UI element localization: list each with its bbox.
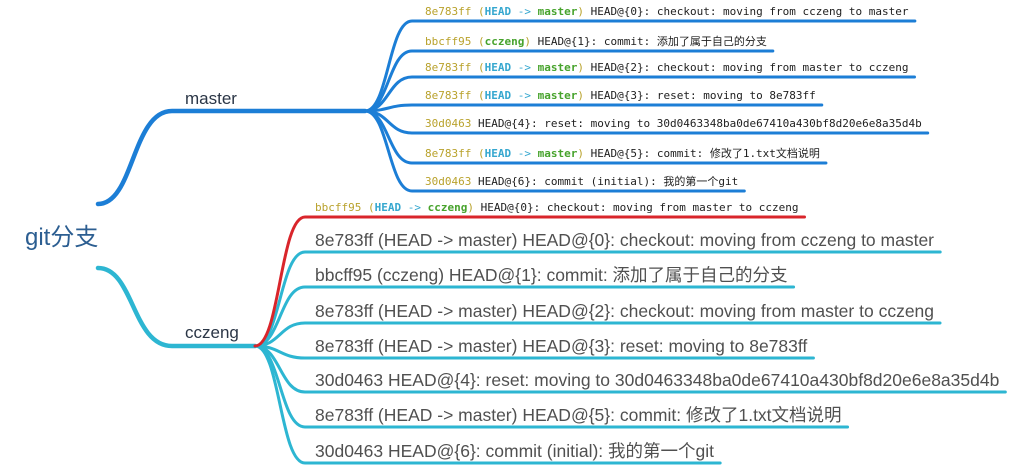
cczeng-entry[interactable]: 30d0463 HEAD@{6}: commit (initial): 我的第一… (253, 344, 722, 465)
cczeng-entry[interactable]: bbcff95 (cczeng) HEAD@{1}: commit: 添加了属于… (253, 265, 796, 348)
branch-ref: master (538, 147, 578, 160)
master-entry[interactable]: 8e783ff (HEAD -> master) HEAD@{3}: reset… (363, 89, 824, 113)
ref-open: ( (478, 5, 485, 18)
master-entry-text[interactable]: 30d0463 HEAD@{4}: reset: moving to 30d04… (425, 117, 922, 130)
current-entry-connector (253, 215, 806, 348)
master-branch-topic[interactable]: master (185, 89, 237, 108)
head-ref: HEAD (485, 5, 512, 18)
reflog-message: HEAD@{5}: commit: 修改了1.txt文档说明 (591, 146, 820, 160)
ref-arrow: -> (518, 61, 532, 74)
root-topic[interactable]: git分支 (25, 224, 98, 251)
cczeng-entry-text[interactable]: bbcff95 (cczeng) HEAD@{1}: commit: 添加了属于… (315, 265, 788, 285)
ref-arrow: -> (518, 5, 532, 18)
cczeng-entry-connector (253, 285, 796, 348)
ref-open: ( (368, 201, 375, 214)
reflog-message: HEAD@{6}: commit (initial): 我的第一个git (478, 174, 738, 188)
commit-hash: 8e783ff (425, 89, 471, 102)
master-entry-text[interactable]: 8e783ff (HEAD -> master) HEAD@{3}: reset… (425, 89, 816, 102)
ref-arrow: -> (518, 147, 532, 160)
commit-hash: bbcff95 (425, 35, 471, 48)
cczeng-entry-text[interactable]: 30d0463 HEAD@{4}: reset: moving to 30d04… (315, 370, 999, 390)
branch-ref: master (538, 89, 578, 102)
ref-close: ) (577, 5, 584, 18)
head-ref: HEAD (485, 61, 512, 74)
cczeng-branch-connector (95, 265, 258, 349)
head-ref: HEAD (485, 147, 512, 160)
reflog-message: HEAD@{0}: checkout: moving from master t… (481, 201, 799, 214)
cczeng-entry-text[interactable]: 8e783ff (HEAD -> master) HEAD@{0}: check… (315, 230, 934, 250)
ref-close: ) (577, 89, 584, 102)
branch-ref: master (538, 5, 578, 18)
master-entry-connector (363, 109, 746, 193)
current-entry-text[interactable]: bbcff95 (HEAD -> cczeng) HEAD@{0}: check… (315, 201, 799, 214)
reflog-message: HEAD@{1}: commit: 添加了属于自己的分支 (538, 34, 767, 48)
reflog-message: HEAD@{0}: checkout: moving from cczeng t… (591, 5, 909, 18)
commit-hash: bbcff95 (315, 201, 361, 214)
reflog-message: HEAD@{4}: reset: moving to 30d0463348ba0… (478, 117, 922, 130)
commit-hash: 8e783ff (425, 5, 471, 18)
master-entry-text[interactable]: 8e783ff (HEAD -> master) HEAD@{0}: check… (425, 5, 909, 18)
ref-open: ( (478, 61, 485, 74)
master-branch-connector (95, 108, 368, 207)
master-entry[interactable]: 30d0463 HEAD@{4}: reset: moving to 30d04… (363, 109, 930, 135)
master-entry[interactable]: 30d0463 HEAD@{6}: commit (initial): 我的第一… (363, 109, 746, 193)
master-entry-text[interactable]: 30d0463 HEAD@{6}: commit (initial): 我的第一… (425, 174, 738, 188)
branch-ref: cczeng (428, 201, 468, 214)
ref-open: ( (478, 35, 485, 48)
ref-close: ) (577, 61, 584, 74)
master-entry-text[interactable]: 8e783ff (HEAD -> master) HEAD@{2}: check… (425, 61, 909, 74)
ref-open: ( (478, 147, 485, 160)
master-entry-connector (363, 49, 775, 113)
branch-ref: master (538, 61, 578, 74)
ref-open: ( (478, 89, 485, 102)
cczeng-entry[interactable]: 8e783ff (HEAD -> master) HEAD@{3}: reset… (253, 336, 815, 360)
master-entry-text[interactable]: 8e783ff (HEAD -> master) HEAD@{5}: commi… (425, 146, 820, 160)
cczeng-entry-text[interactable]: 8e783ff (HEAD -> master) HEAD@{2}: check… (315, 301, 934, 321)
cczeng-entry-text[interactable]: 30d0463 HEAD@{6}: commit (initial): 我的第一… (315, 441, 714, 461)
ref-arrow: -> (518, 89, 532, 102)
master-entry[interactable]: 8e783ff (HEAD -> master) HEAD@{2}: check… (363, 61, 916, 113)
commit-hash: 8e783ff (425, 61, 471, 74)
ref-close: ) (467, 201, 474, 214)
cczeng-branch-topic[interactable]: cczeng (185, 323, 239, 342)
ref-arrow: -> (408, 201, 422, 214)
commit-hash: 30d0463 (425, 117, 471, 130)
reflog-message: HEAD@{2}: checkout: moving from master t… (591, 61, 909, 74)
cczeng-current-entry[interactable]: bbcff95 (HEAD -> cczeng) HEAD@{0}: check… (253, 201, 806, 348)
cczeng-entry-text[interactable]: 8e783ff (HEAD -> master) HEAD@{3}: reset… (315, 336, 807, 356)
master-entry-text[interactable]: bbcff95 (cczeng) HEAD@{1}: commit: 添加了属于… (425, 34, 767, 48)
ref-close: ) (577, 147, 584, 160)
master-entry-connector (363, 103, 824, 113)
cczeng-entry-connector (253, 344, 722, 465)
head-ref: HEAD (375, 201, 402, 214)
commit-hash: 8e783ff (425, 147, 471, 160)
commit-hash: 30d0463 (425, 175, 471, 188)
reflog-message: HEAD@{3}: reset: moving to 8e783ff (591, 89, 816, 102)
branch-ref: cczeng (485, 35, 525, 48)
cczeng-entry-text[interactable]: 8e783ff (HEAD -> master) HEAD@{5}: commi… (315, 405, 842, 425)
head-ref: HEAD (485, 89, 512, 102)
ref-close: ) (524, 35, 531, 48)
